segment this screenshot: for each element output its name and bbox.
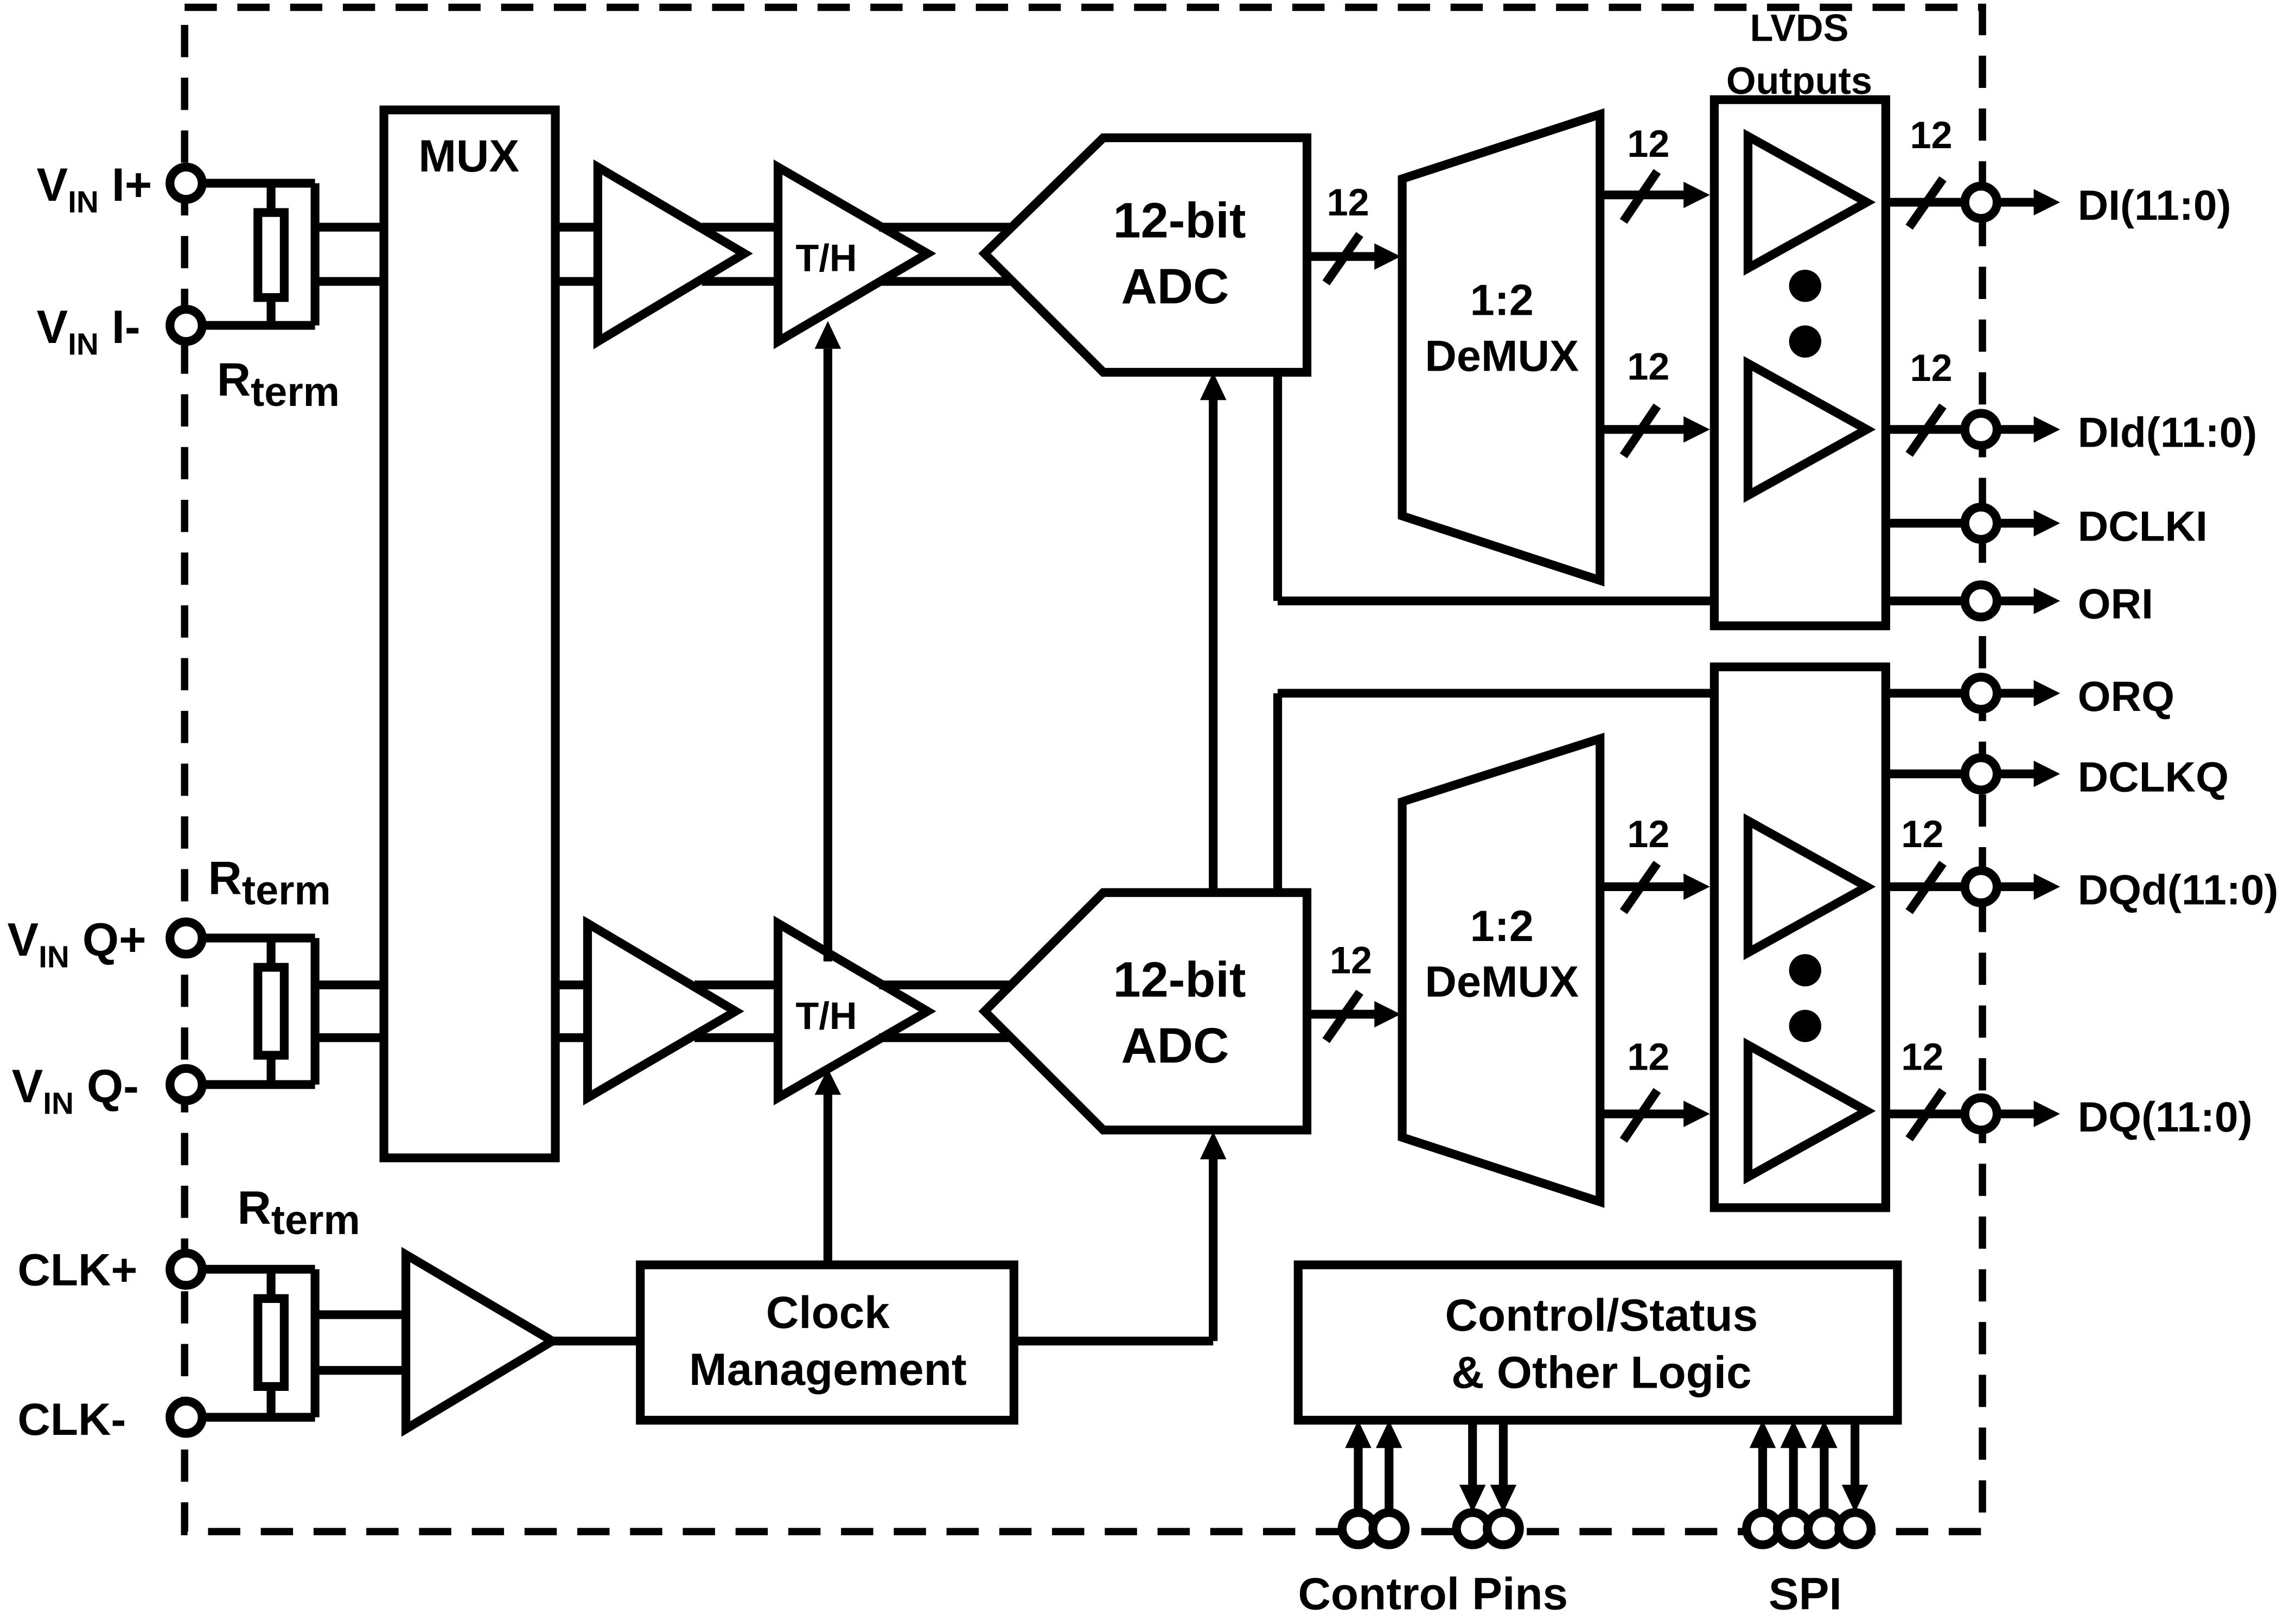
track-hold-q [773,916,936,1105]
ellipsis-dot [1789,269,1821,302]
bus-width-out-dqd: 12 [1901,812,1943,855]
lvds-label-2: Outputs [1726,59,1872,102]
demux-i-label-2: DeMUX [1425,332,1579,380]
demux-q-label-2: DeMUX [1425,957,1579,1006]
label-clk-plus: CLK+ [17,1244,137,1295]
spi-label: SPI [1769,1568,1842,1619]
bus-width-adc-q: 12 [1330,938,1372,981]
ellipsis-dot [1789,954,1821,987]
output-dclkq-label: DCLKQ [2078,753,2229,800]
bus-width-out-dq: 12 [1901,1035,1943,1078]
q-input-termination [202,933,384,1089]
pin-vin-q-minus [165,1064,207,1105]
lvds-label-1: LVDS [1750,7,1848,49]
lvds-driver-i-2 [1743,356,1876,503]
bus-width-demux-q-top: 12 [1627,812,1669,855]
control-pin [1368,1508,1410,1549]
bus-width-adc-i: 12 [1327,181,1369,224]
adc-i-label-2: ADC [1121,259,1229,314]
bus-width-demux-i-bottom: 12 [1627,345,1669,387]
label-vin-q-minus: VIN Q- [12,1060,139,1121]
label-vin-i-minus: VIN I- [37,301,141,362]
i-input-termination [202,179,384,330]
adc-q-label-1: 12-bit [1113,952,1246,1007]
lvds-driver-i-1 [1743,129,1876,276]
bus-width-demux-q-bottom: 12 [1627,1035,1669,1078]
demux-i [1398,108,1605,587]
rterm-resistor-clk [253,1294,289,1391]
control-pins-label: Control Pins [1298,1568,1568,1619]
clock-management-label-1: Clock [766,1287,890,1338]
output-orq-label: ORQ [2078,672,2174,720]
demux-q [1398,733,1605,1208]
ellipsis-dot [1789,325,1821,358]
output-ori-label: ORI [2078,580,2153,628]
clock-amplifier [401,1247,562,1437]
pin-clk-minus [165,1396,207,1438]
pin-vin-q-plus [165,917,207,959]
output-did-label: DId(11:0) [2078,409,2257,456]
output-dqd-label: DQd(11:0) [2078,866,2279,913]
track-hold-i-label: T/H [795,237,857,279]
control-status-block [1293,1260,1902,1425]
demux-i-label-1: 1:2 [1470,276,1534,325]
adc-i [978,133,1312,377]
rterm-label-q: Rterm [208,852,330,913]
clk-input-termination [202,1264,406,1422]
rterm-resistor-q [253,963,289,1060]
track-hold-q-label: T/H [795,994,857,1037]
label-clk-minus: CLK- [17,1394,126,1445]
amplifier-q [583,916,744,1105]
rterm-resistor-i [253,208,289,302]
bus-width-out-did: 12 [1910,346,1952,389]
lvds-driver-q-2 [1743,1037,1876,1185]
lvds-driver-q-1 [1743,813,1876,961]
rterm-label-i: Rterm [217,354,340,415]
clock-management-label-2: Management [689,1344,967,1395]
control-status-label-1: Control/Status [1445,1289,1758,1340]
label-vin-i-plus: VIN I+ [37,159,152,220]
rterm-label-clk: Rterm [238,1182,360,1243]
output-di-label: DI(11:0) [2078,181,2231,229]
adc-q-label-2: ADC [1121,1018,1229,1073]
mux-block [379,105,560,1162]
track-hold-i [773,159,936,349]
control-pin [1483,1508,1524,1549]
bus-width-out-di: 12 [1910,113,1952,156]
amplifier-i [593,159,753,349]
spi-pin [1834,1508,1876,1549]
ellipsis-dot [1789,1009,1821,1042]
pin-vin-i-minus [165,304,207,346]
adc-i-label-1: 12-bit [1113,193,1246,249]
pin-clk-plus [165,1249,207,1290]
label-vin-q-plus: VIN Q+ [8,914,146,975]
output-dclki-label: DCLKI [2078,503,2208,550]
adc-q [978,888,1312,1135]
mux-label: MUX [418,130,519,181]
bus-width-demux-i-top: 12 [1627,122,1669,165]
pin-vin-i-plus [165,162,207,204]
control-status-label-2: & Other Logic [1451,1347,1752,1398]
output-dq-label: DQ(11:0) [2078,1093,2253,1141]
demux-q-label-1: 1:2 [1470,902,1534,951]
